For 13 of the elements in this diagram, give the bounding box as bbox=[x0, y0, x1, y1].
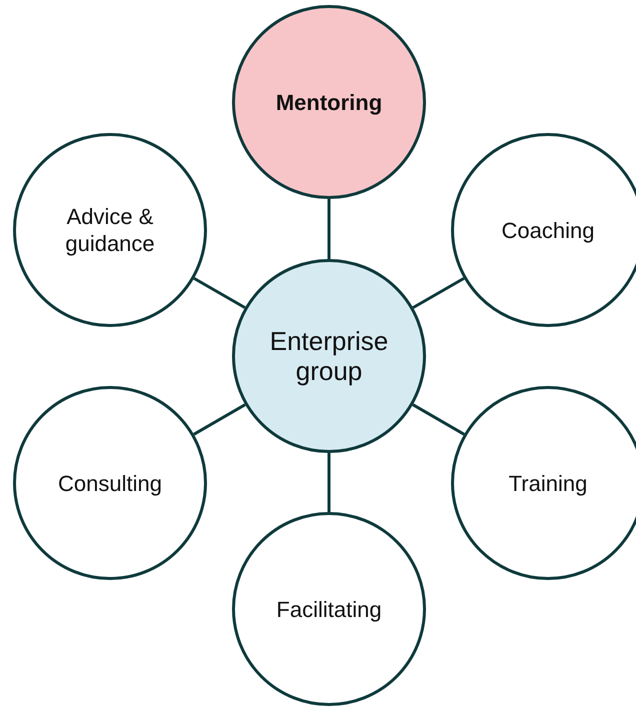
node-label: Training bbox=[508, 470, 588, 496]
node-label: Facilitating bbox=[276, 596, 382, 622]
connector-line bbox=[193, 277, 246, 309]
node-label: Consulting bbox=[58, 470, 162, 496]
node-label: Mentoring bbox=[276, 88, 382, 116]
connector-line bbox=[193, 403, 246, 436]
connector-line bbox=[328, 453, 330, 512]
connector-line bbox=[328, 199, 330, 259]
node-label: Enterprise group bbox=[268, 326, 390, 386]
connector-line bbox=[412, 277, 465, 309]
node-label: Advice & guidance bbox=[64, 203, 156, 257]
node-label: Coaching bbox=[502, 216, 594, 244]
connector-line bbox=[412, 403, 465, 436]
